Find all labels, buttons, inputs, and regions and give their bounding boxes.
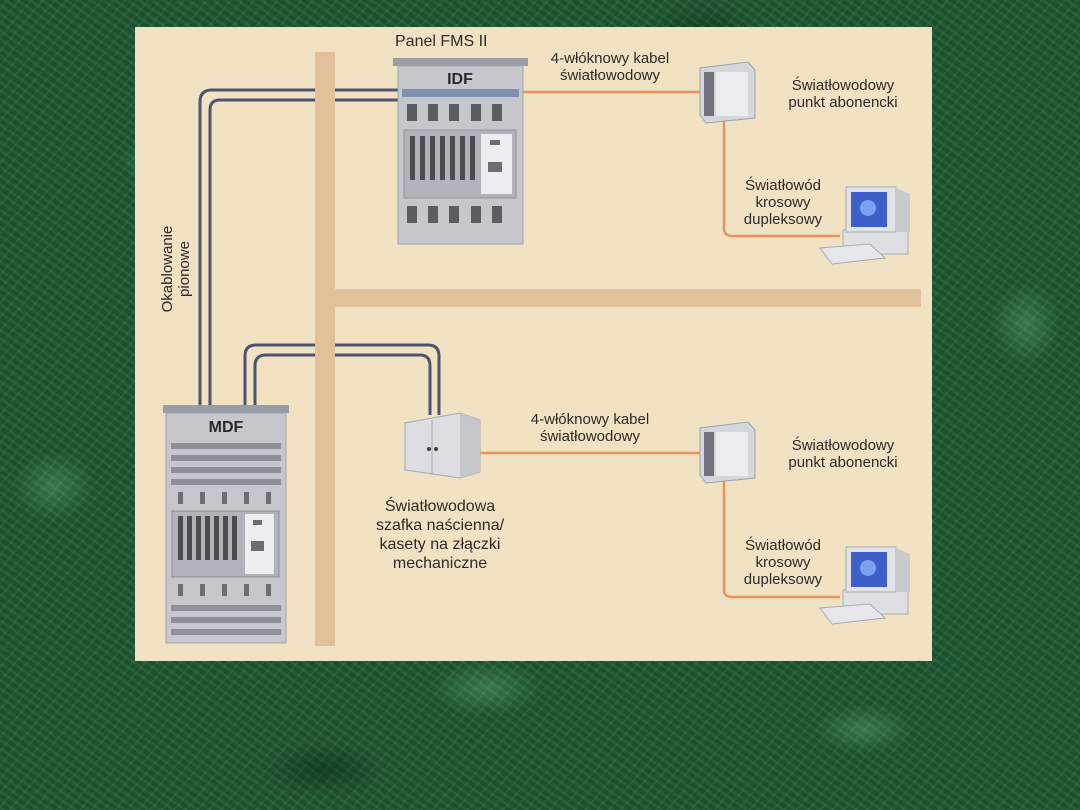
wall-enclosure-label-line1: Światłowodowa xyxy=(384,498,496,515)
bottom-patch-label: Światłowód krosowy dupleksowy xyxy=(728,537,838,588)
top-cable-label-line1: 4-włóknowy kabel xyxy=(550,50,670,67)
top-patch-label-line3: dupleksowy xyxy=(743,211,823,228)
mdf-rack: MDF xyxy=(163,405,289,644)
patch-cable-top xyxy=(722,115,840,238)
bottom-patch-label-line3: dupleksowy xyxy=(743,571,823,588)
top-patch-label: Światłowód krosowy dupleksowy xyxy=(728,177,838,228)
bottom-patch-label-line2: krosowy xyxy=(755,554,811,571)
top-patch-label-line2: krosowy xyxy=(755,194,811,211)
building-vertical-riser xyxy=(315,52,335,646)
idf-rack: IDF xyxy=(393,58,528,245)
bottom-patch-label-line1: Światłowód xyxy=(745,537,821,554)
fiber-outlet-bottom xyxy=(699,421,756,484)
backbone-label-line2: pionowe xyxy=(176,241,193,297)
idf-title: IDF xyxy=(447,71,473,88)
top-outlet-label-line1: Światłowodowy xyxy=(791,77,895,94)
wall-enclosure-label-line3: kasety na złączki xyxy=(379,536,501,553)
top-outlet-label-line2: punkt abonencki xyxy=(788,94,898,111)
computer-workstation-top xyxy=(819,186,910,265)
wall-enclosure-label-line2: szafka naścienna/ xyxy=(375,517,505,534)
backbone-cable-to-idf xyxy=(198,88,400,405)
wall-enclosure-cabinet xyxy=(404,412,481,479)
patch-cable-bottom xyxy=(722,475,840,599)
top-outlet-label: Światłowodowy punkt abonencki xyxy=(768,77,918,111)
backbone-label: Okablowanie pionowe xyxy=(159,209,193,329)
backbone-cable-to-wall-enclosure xyxy=(243,343,441,415)
wall-enclosure-label-line4: mechaniczne xyxy=(392,555,488,572)
top-patch-label-line1: Światłowód xyxy=(745,177,821,194)
bottom-cable-label: 4-włóknowy kabel światłowodowy xyxy=(510,411,670,445)
backbone-label-line1: Okablowanie xyxy=(159,225,176,313)
bottom-cable-label-line2: światłowodowy xyxy=(539,428,641,445)
idf-panel-label: Panel FMS II xyxy=(395,33,488,50)
wall-enclosure-label: Światłowodowa szafka naścienna/ kasety n… xyxy=(355,497,525,573)
fiber-outlet-top xyxy=(699,61,756,124)
bottom-outlet-label: Światłowodowy punkt abonencki xyxy=(768,437,918,471)
mdf-title: MDF xyxy=(209,419,244,436)
top-cable-label-line2: światłowodowy xyxy=(559,67,661,84)
building-floor-divider xyxy=(335,289,921,307)
bottom-cable-label-line1: 4-włóknowy kabel xyxy=(530,411,650,428)
bottom-outlet-label-line1: Światłowodowy xyxy=(791,437,895,454)
bottom-outlet-label-line2: punkt abonencki xyxy=(788,454,898,471)
top-cable-label: 4-włóknowy kabel światłowodowy xyxy=(530,50,690,84)
computer-workstation-bottom xyxy=(819,546,910,625)
